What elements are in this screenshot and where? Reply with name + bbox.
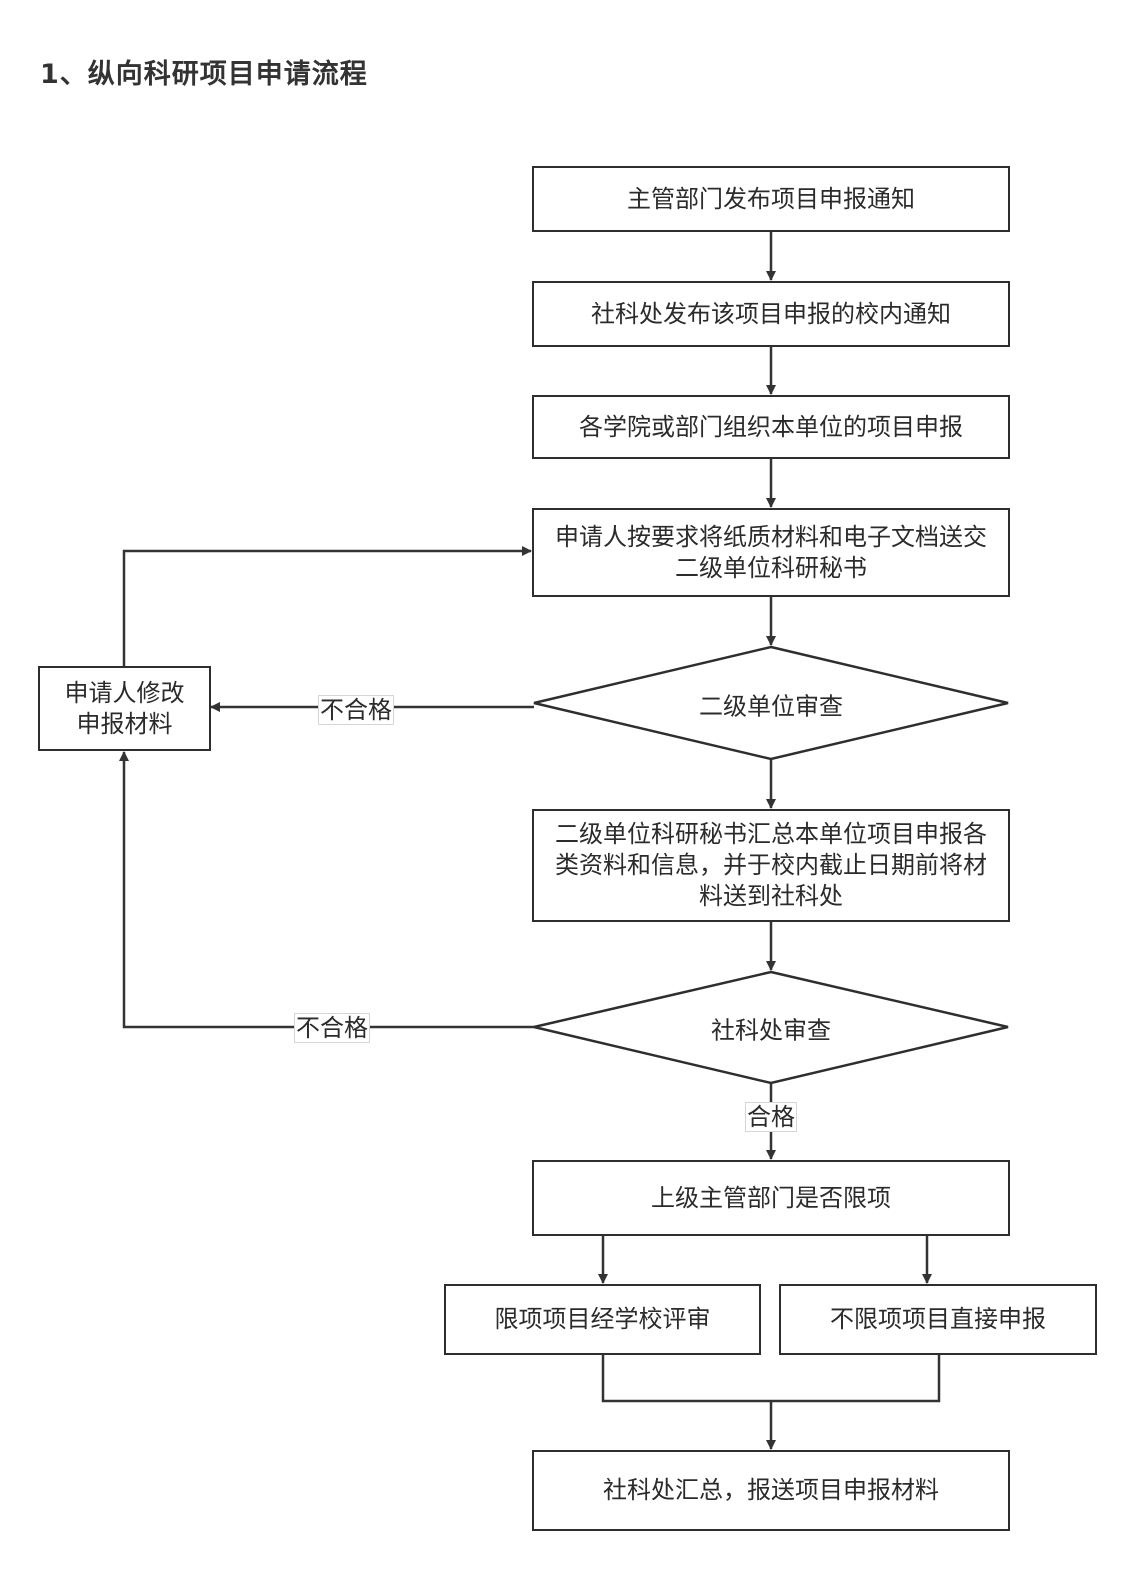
edge-label-d1-fail: 不合格 [318, 695, 394, 725]
step-label: 限项项目经学校评审 [494, 1305, 711, 1333]
step-limit-check: 上级主管部门是否限项 [532, 1160, 1010, 1236]
step-label: 不限项项目直接申报 [830, 1305, 1046, 1333]
step-label: 社科处发布该项目申报的校内通知 [591, 299, 951, 328]
step-unlimited-direct: 不限项项目直接申报 [779, 1284, 1097, 1355]
step-college-organize: 各学院或部门组织本单位的项目申报 [532, 395, 1010, 459]
decision-d2-label: 社科处审查 [711, 1016, 831, 1045]
step-label: 申请人修改申报材料 [64, 678, 185, 738]
decision-diamond-d2 [533, 970, 1009, 1085]
arrow-revise-n4 [122, 546, 532, 666]
step-applicant-revise: 申请人修改申报材料 [38, 666, 211, 751]
step-publish-notice: 主管部门发布项目申报通知 [532, 166, 1010, 232]
step-label: 各学院或部门组织本单位的项目申报 [579, 412, 963, 441]
page-title: 1、纵向科研项目申请流程 [40, 59, 368, 90]
edge-label-d2-pass: 合格 [745, 1102, 797, 1132]
decision-d1-label: 二级单位审查 [699, 692, 843, 721]
step-label: 二级单位科研秘书汇总本单位项目申报各类资料和信息，并于校内截止日期前将材料送到社… [555, 820, 987, 910]
step-limited-review: 限项项目经学校评审 [444, 1284, 761, 1355]
step-final-submit: 社科处汇总，报送项目申报材料 [532, 1450, 1010, 1531]
step-label: 申请人按要求将纸质材料和电子文档送交二级单位科研秘书 [555, 522, 987, 582]
step-label: 上级主管部门是否限项 [651, 1183, 891, 1212]
step-secretary-collect: 二级单位科研秘书汇总本单位项目申报各类资料和信息，并于校内截止日期前将材料送到社… [532, 809, 1010, 922]
edge-label-d2-fail: 不合格 [294, 1013, 370, 1043]
step-label: 社科处汇总，报送项目申报材料 [603, 1476, 939, 1504]
step-school-notice: 社科处发布该项目申报的校内通知 [532, 281, 1010, 347]
step-applicant-submit: 申请人按要求将纸质材料和电子文档送交二级单位科研秘书 [532, 508, 1010, 597]
arrow-d2-revise [119, 751, 534, 1029]
step-label: 主管部门发布项目申报通知 [627, 184, 915, 213]
merge-connector [601, 1354, 941, 1403]
decision-diamond-d1 [533, 645, 1009, 761]
